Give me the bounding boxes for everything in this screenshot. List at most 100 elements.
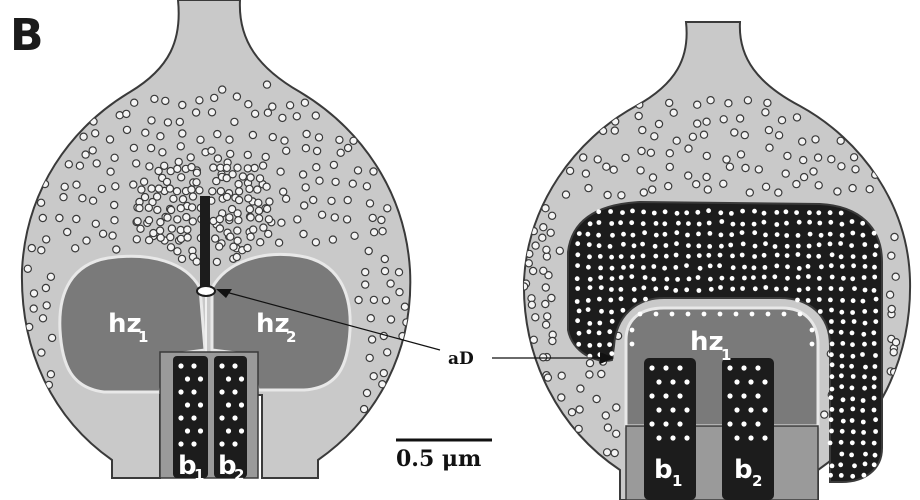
dark-mass-vesicle (719, 233, 724, 238)
left-label-b1-sub: 1 (194, 466, 204, 484)
dark-mass-vesicle (839, 384, 844, 389)
vesicle (540, 354, 547, 361)
dark-mass-vesicle (874, 297, 879, 302)
dark-mass-vesicle (817, 297, 822, 302)
vesicle (763, 183, 770, 190)
dark-mass-vesicle (830, 387, 835, 392)
vesicle (301, 99, 308, 106)
bar-vesicle (649, 365, 654, 370)
vesicle (558, 372, 565, 379)
vesicle (43, 236, 50, 243)
bar-vesicle (232, 389, 237, 394)
dark-mass-vesicle (706, 253, 711, 258)
dark-mass-vesicle (873, 364, 878, 369)
vesicle (226, 136, 233, 143)
vesicle (744, 97, 751, 104)
dark-mass-vesicle (718, 285, 723, 290)
vesicle (401, 303, 408, 310)
vesicle (892, 339, 899, 346)
vesicle (138, 186, 145, 193)
right-label-b1-sub: 1 (672, 472, 682, 490)
vesicle (49, 334, 56, 341)
vesicle (214, 155, 221, 162)
vesicle (331, 214, 338, 221)
vesicle (580, 154, 587, 161)
vesicle (673, 137, 680, 144)
vesicle (264, 109, 271, 116)
dark-mass-vesicle (841, 419, 846, 424)
vesicle (177, 143, 184, 150)
vesicle (395, 269, 402, 276)
vesicle (313, 164, 320, 171)
vesicle (604, 449, 611, 456)
dark-mass-vesicle (730, 287, 735, 292)
vesicle (255, 199, 262, 206)
vesicle (704, 186, 711, 193)
vesicle (167, 234, 174, 241)
vesicle (378, 216, 385, 223)
vesicle (793, 114, 800, 121)
vesicle (107, 168, 114, 175)
vesicle (173, 188, 180, 195)
bar-vesicle (734, 407, 739, 412)
dark-mass-vesicle (696, 275, 701, 280)
dark-mass-vesicle (796, 244, 801, 249)
vesicle (866, 186, 873, 193)
vesicle (287, 102, 294, 109)
vesicle (543, 321, 550, 328)
dark-mass-vesicle (839, 440, 844, 445)
vesicle (137, 225, 144, 232)
dark-mass-vesicle (728, 243, 733, 248)
bar-vesicle (219, 415, 224, 420)
dark-mass-vesicle (597, 297, 602, 302)
vesicle (746, 189, 753, 196)
dark-mass-vesicle (829, 417, 834, 422)
dark-mass-vesicle (718, 253, 723, 258)
dark-mass-vesicle (651, 264, 656, 269)
vesicle (577, 385, 584, 392)
vesicle (336, 136, 343, 143)
dark-mass-vesicle (730, 254, 735, 259)
dark-mass-vesicle (629, 274, 634, 279)
vesicle (635, 112, 642, 119)
vesicle (370, 373, 377, 380)
bar-vesicle (219, 363, 224, 368)
vesicle (234, 164, 241, 171)
dark-mass-vesicle (706, 208, 711, 213)
dark-mass-vesicle (752, 254, 757, 259)
dark-mass-vesicle (675, 211, 680, 216)
dark-mass-vesicle (707, 221, 712, 226)
dark-mass-vesicle (577, 309, 582, 314)
vesicle (262, 153, 269, 160)
bar-vesicle (198, 428, 203, 433)
vesicle (145, 204, 152, 211)
dark-mass-vesicle (588, 285, 593, 290)
vesicle (260, 162, 267, 169)
dark-mass-vesicle (850, 397, 855, 402)
vesicle (303, 130, 310, 137)
dark-mass-vesicle (840, 364, 845, 369)
vesicle (528, 301, 535, 308)
dark-mass-vesicle (607, 342, 612, 347)
vesicle (154, 206, 161, 213)
vesicle (212, 235, 219, 242)
vesicle (723, 156, 730, 163)
dark-mass-vesicle (653, 244, 658, 249)
dark-mass-vesicle (610, 276, 615, 281)
vesicle (43, 302, 50, 309)
vesicle (216, 225, 223, 232)
dark-mass-vesicle (630, 209, 635, 214)
dark-mass-vesicle (740, 209, 745, 214)
vesicle (170, 195, 177, 202)
dark-mass-vesicle (684, 287, 689, 292)
vesicle (234, 227, 241, 234)
dark-mass-vesicle (851, 374, 856, 379)
vesicle (174, 216, 181, 223)
vesicle (731, 129, 738, 136)
dark-mass-vesicle (774, 210, 779, 215)
vesicle (530, 336, 537, 343)
dark-mass-vesicle (874, 244, 879, 249)
vesicle (279, 114, 286, 121)
vesicle (316, 177, 323, 184)
